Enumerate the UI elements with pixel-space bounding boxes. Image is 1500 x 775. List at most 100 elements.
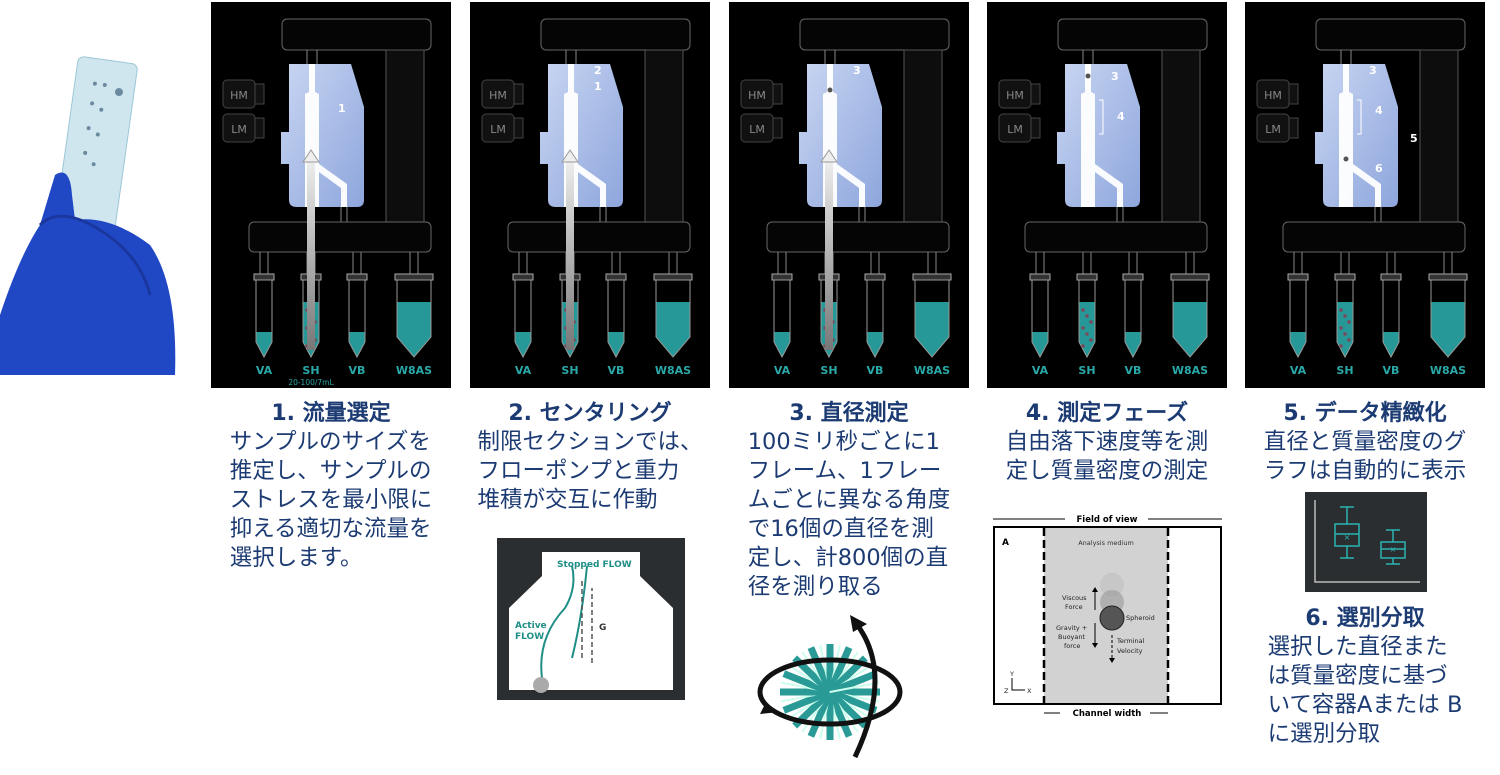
rotation-arrow-icon <box>850 615 867 632</box>
g-label: G <box>599 623 606 633</box>
step-text-line: は質量密度に基づ <box>1267 663 1448 689</box>
boxplot-graph: × × <box>1305 492 1427 592</box>
spheroid-icon <box>1099 605 1125 631</box>
step-marker-6: 6 <box>1375 162 1383 175</box>
bottom-manifold <box>1282 221 1466 253</box>
sh-volume-label: 20-100/7mL <box>288 378 334 387</box>
step-text-line: 定し、計800個の直 <box>747 545 949 571</box>
measurement-diagram: Field of view A Analysis medium Viscous … <box>993 515 1222 719</box>
camera-lm-icon: LM <box>998 113 1041 143</box>
tube-label: SH <box>302 364 319 377</box>
tube-va: VA <box>512 252 534 377</box>
svg-text:×: × <box>1344 533 1351 542</box>
step-text-line: サンプルのサイズを <box>229 429 431 455</box>
tube-w8as: W8AS <box>1428 252 1468 377</box>
field-of-view-label: Field of view <box>1076 515 1137 525</box>
gravity-label-1: Gravity + <box>1056 624 1087 632</box>
microfluidic-chip <box>799 64 882 207</box>
tube-label: VA <box>1290 364 1307 377</box>
microfluidic-chip <box>1057 64 1140 207</box>
camera-label: HM <box>1264 89 1282 102</box>
step-text-line: 選択した直径また <box>1267 634 1448 660</box>
support-column <box>903 49 943 223</box>
camera-hm-icon: HM <box>998 79 1041 109</box>
camera-hm-icon: HM <box>1256 79 1299 109</box>
step-4-description: 4. 測定フェーズ 自由落下速度等を測定し質量密度の測定 <box>987 400 1227 486</box>
tube-label: VB <box>867 364 884 377</box>
centering-diagram: Stopped FLOW Active FLOW G <box>497 538 685 700</box>
step-marker-3: 3 <box>1369 64 1377 77</box>
support-column <box>1419 49 1459 223</box>
terminal-label-2: Velocity <box>1117 647 1143 655</box>
bottom-manifold <box>248 221 432 253</box>
tube-label: VA <box>515 364 532 377</box>
step-text-line: 制限セクションでは、 <box>477 429 703 455</box>
step-2-description: 2. センタリング 制限セクションでは、フローポンプと重力堆積が交互に作動 <box>470 400 710 515</box>
chip-in-hand-photo <box>0 56 176 375</box>
top-manifold <box>799 18 950 51</box>
tube-vb: VB <box>605 252 627 377</box>
microfluidic-chip <box>281 64 364 207</box>
step-text-line: フレーム、1フレー <box>747 458 942 484</box>
tube-vb: VB <box>1122 252 1144 377</box>
chip-channel <box>564 64 606 207</box>
tube-label: VB <box>1125 364 1142 377</box>
tube-label: VA <box>256 364 273 377</box>
rotation-arrow-icon <box>760 704 780 714</box>
support-column <box>385 49 425 223</box>
tube-label: VA <box>1032 364 1049 377</box>
chip-channel <box>305 64 347 207</box>
bottom-manifold <box>1024 221 1208 253</box>
step-text-line: に選別分取 <box>1267 721 1381 747</box>
diameter-line <box>828 670 878 696</box>
tube-label: W8AS <box>914 364 950 377</box>
flow-arrow-icon <box>302 149 320 350</box>
step-marker-3: 3 <box>1111 70 1119 83</box>
step-title: 3. 直径測定 <box>789 401 909 426</box>
bottom-manifold <box>507 221 691 253</box>
tube-label: SH <box>1078 364 1095 377</box>
step-text-line: 直径と質量密度のグ <box>1263 429 1467 455</box>
panel-a-label: A <box>1002 538 1009 548</box>
step-marker-4: 4 <box>1375 104 1383 117</box>
camera-lm-icon: LM <box>481 113 524 143</box>
step-text-line: 選択します。 <box>229 545 363 571</box>
step-text-line: 堆積が交互に作動 <box>477 487 658 513</box>
camera-lm-icon: LM <box>740 113 783 143</box>
camera-hm-icon: HM <box>740 79 783 109</box>
step-5-description: 5. データ精緻化 直径と質量密度のグラフは自動的に表示 <box>1245 400 1485 486</box>
step-1-description: 1. 流量選定 サンプルのサイズを推定し、サンプルのストレスを最小限に抑える適切… <box>211 400 451 573</box>
tube-va: VA <box>253 252 275 377</box>
step-text-line: いて容器Aまたは B <box>1267 692 1463 718</box>
step-text-line: 推定し、サンプルの <box>229 458 432 484</box>
tube-sh: SH <box>1076 252 1098 377</box>
support-column <box>644 49 684 223</box>
tube-sh: SH <box>1334 252 1356 377</box>
channel-width-label: Channel width <box>1073 709 1142 719</box>
microfluidic-chip <box>1315 64 1398 207</box>
tube-w8as: W8AS <box>1170 252 1210 377</box>
spheroid-dot <box>827 87 833 93</box>
tube-w8as: W8AS <box>653 252 693 377</box>
svg-text:×: × <box>1390 545 1397 554</box>
axis-x-label: X <box>1027 687 1032 695</box>
viscous-label-2: Force <box>1065 603 1083 611</box>
top-manifold <box>1057 18 1208 51</box>
tube-label: VB <box>608 364 625 377</box>
terminal-label-1: Terminal <box>1116 637 1145 645</box>
step-title: 6. 選別分取 <box>1305 606 1425 631</box>
tube-va: VA <box>1287 252 1309 377</box>
tube-label: SH <box>561 364 578 377</box>
flow-arrow-icon <box>820 149 838 350</box>
camera-label: LM <box>749 123 765 136</box>
camera-label: HM <box>748 89 766 102</box>
step-text-line: 径を測り取る <box>747 574 883 600</box>
camera-label: LM <box>1007 123 1023 136</box>
tube-label: SH <box>820 364 837 377</box>
bottom-manifold <box>766 221 950 253</box>
